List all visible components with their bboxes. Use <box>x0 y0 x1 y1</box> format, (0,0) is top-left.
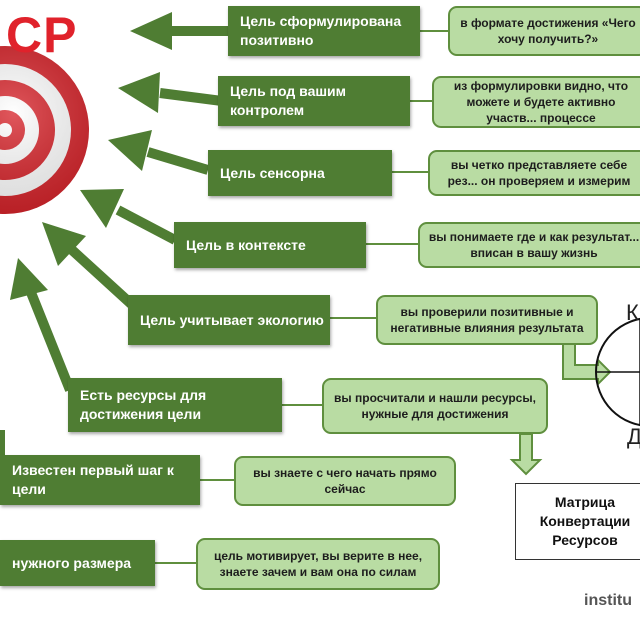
arrow-icon <box>118 72 160 113</box>
criterion-first-step: Известен первый шаг к цели <box>0 455 200 505</box>
note-resources: вы просчитали и нашли ресурсы, нужные дл… <box>322 378 548 434</box>
criterion-ecology: Цель учитывает экологию <box>128 295 330 345</box>
arrow-icon <box>42 222 86 266</box>
arrow-group <box>0 12 232 465</box>
criterion-resources: Есть ресурсы для достижения цели <box>68 378 282 432</box>
note-context: вы понимаете где и как результат... впис… <box>418 222 640 268</box>
note-first-step: вы знаете с чего начать прямо сейчас <box>234 456 456 506</box>
footer-watermark: institu <box>584 592 632 609</box>
side-label-bottom: Д <box>627 424 640 449</box>
connector-lines <box>155 30 448 564</box>
criterion-control: Цель под вашим контролем <box>218 76 410 126</box>
criterion-sensory: Цель сенсорна <box>208 150 392 196</box>
criterion-context: Цель в контексте <box>174 222 366 268</box>
note-size: цель мотивирует, вы верите в нее, знаете… <box>196 538 440 590</box>
arrow-icon <box>108 130 152 171</box>
arrow-icon <box>130 12 172 50</box>
resource-matrix-box: Матрица Конвертации Ресурсов <box>515 483 640 560</box>
note-positive: в формате достижения «Чего хочу получить… <box>448 6 640 56</box>
page-title: СР <box>6 7 78 63</box>
arrow-icon <box>10 258 48 300</box>
note-sensory: вы четко представляете себе рез... он пр… <box>428 150 640 196</box>
arrow-icon <box>80 189 124 228</box>
criterion-size: нужного размера <box>0 540 155 586</box>
side-label-top: Кі <box>626 300 640 325</box>
criterion-positive: Цель сформулирована позитивно <box>228 6 420 56</box>
note-control: из формулировки видно, что можете и буде… <box>432 76 640 128</box>
note-ecology: вы проверили позитивные и негативные вли… <box>376 295 598 345</box>
side-connectors <box>509 343 612 476</box>
quadrant-circle <box>595 317 640 427</box>
target-icon <box>0 46 89 214</box>
